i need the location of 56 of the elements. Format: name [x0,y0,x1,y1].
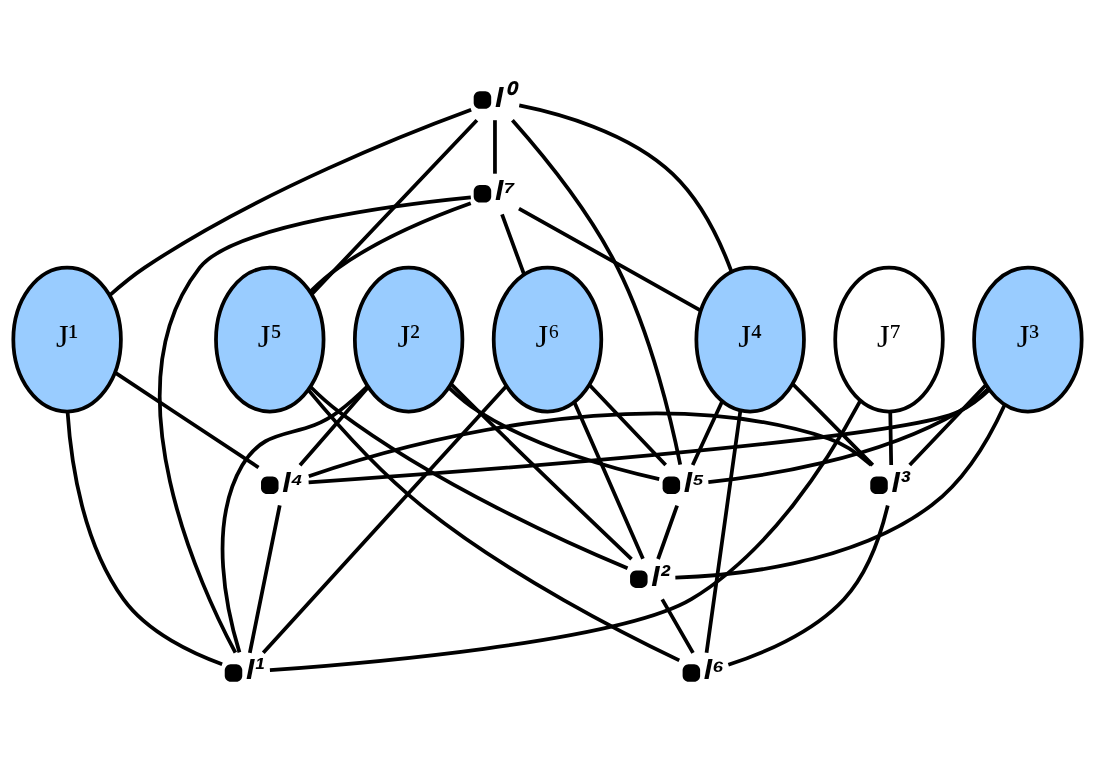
connector [158,194,472,654]
connector [572,401,645,560]
connector [308,388,991,484]
connector [248,504,282,653]
node-circle [224,663,243,682]
node-label: I¹ [246,651,265,685]
node-circle [473,90,492,109]
node-label: I⁷ [494,172,515,206]
connector [308,200,472,293]
connector [493,119,497,174]
node-circle [473,184,492,203]
connector [309,384,629,570]
node-circle [630,569,648,588]
node-ellipse: J⁷ [833,265,945,413]
connector [704,409,743,653]
node-label: I⁴ [282,464,304,498]
connector [518,103,734,272]
node-circle [870,476,888,494]
node-ellipse: J⁴ [694,265,806,413]
connector [791,382,875,466]
node-ellipse: J⁶ [491,265,604,413]
connector [675,403,1007,580]
connector [518,206,702,312]
node-label: I⁵ [683,464,705,498]
node-label: I² [651,558,670,592]
node-ellipse: J² [352,265,465,413]
connector [888,411,894,465]
connector [500,213,526,275]
node-ellipse: J⁵ [214,265,326,413]
node-ellipse: J³ [972,265,1084,413]
connector [660,597,695,654]
node-circle [682,663,701,682]
node-circle [261,476,279,494]
connector [308,411,873,478]
connector [656,504,679,560]
connector [449,382,633,560]
connector [708,386,990,484]
node-label: I³ [891,464,910,498]
node-ellipse: J¹ [11,265,123,413]
connector [298,385,370,466]
connector [691,399,724,466]
connector [114,370,260,469]
connector [908,383,988,466]
connector [511,118,683,465]
connector [108,107,472,297]
connector [65,411,223,666]
connector [727,504,890,667]
connector [269,399,863,672]
connector [588,383,667,466]
node-circle [662,476,681,494]
connector [310,118,479,295]
connector [261,384,508,654]
connector [447,385,660,481]
node-label: I⁶ [703,651,725,685]
connector [307,388,681,662]
connector [220,384,369,653]
